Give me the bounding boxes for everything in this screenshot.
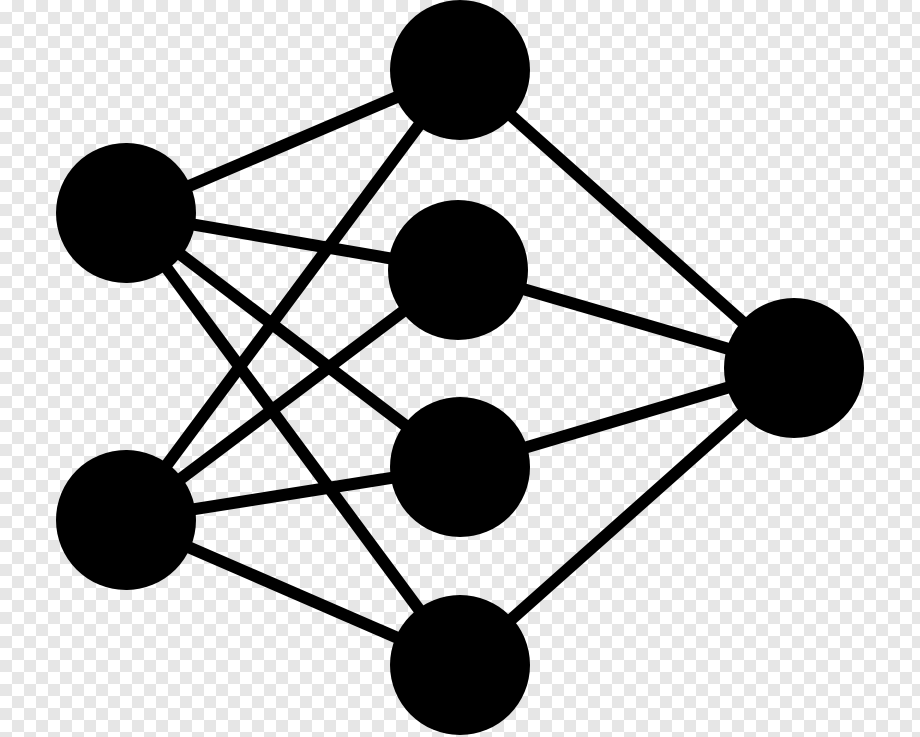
input-node-in-1 <box>56 143 196 283</box>
hidden-node-h-2 <box>388 200 528 340</box>
nodes-group <box>56 0 864 735</box>
hidden-node-h-1 <box>390 0 530 140</box>
connections-group <box>121 64 798 671</box>
input-node-in-2 <box>56 450 196 590</box>
connection-in-1-h-4 <box>121 209 465 669</box>
output-node-out-1 <box>724 298 864 438</box>
connection-h-1-out-1 <box>456 65 798 373</box>
connection-in-2-h-1 <box>121 66 465 524</box>
hidden-node-h-4 <box>390 595 530 735</box>
hidden-node-h-3 <box>390 397 530 537</box>
connection-h-4-out-1 <box>456 363 798 670</box>
